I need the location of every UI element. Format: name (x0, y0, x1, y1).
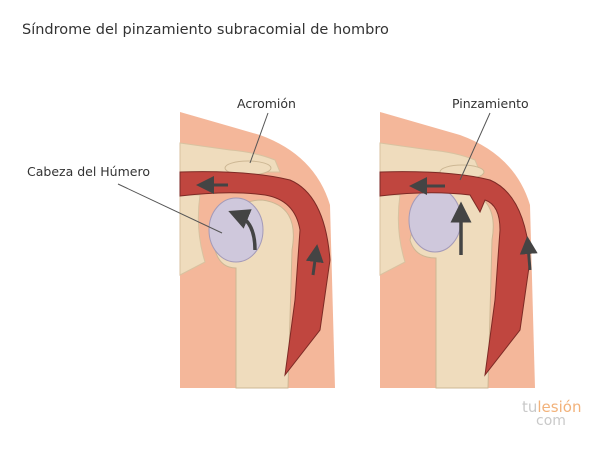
rotator-cuff-muscle (179, 171, 331, 377)
logo-text-lesion: lesión (537, 398, 582, 416)
impingement-leader (459, 112, 491, 181)
humeral-head (408, 187, 462, 253)
acromion-leader (249, 112, 269, 164)
normal-shoulder-panel (117, 112, 335, 389)
head-leader (117, 183, 223, 234)
tulesion-logo: tulesión com (522, 398, 582, 429)
label-impingement: Pinzamiento (452, 96, 529, 111)
scapula (379, 194, 406, 276)
logo-text-tu: tu (522, 398, 538, 416)
scapula (179, 194, 206, 276)
rotation-arrow (228, 209, 257, 251)
muscle-arrow-up (305, 244, 324, 276)
label-humeral-head: Cabeza del Húmero (27, 164, 150, 179)
rotator-cuff-muscle (379, 171, 531, 377)
logo-text-com: com (536, 413, 566, 429)
muscle-arrow-up (519, 236, 538, 271)
label-acromion: Acromión (237, 96, 296, 111)
diagram-title: Síndrome del pinzamiento subracomial de … (22, 22, 389, 38)
humeral-head (208, 197, 264, 263)
impingement-shoulder-panel (379, 112, 538, 389)
